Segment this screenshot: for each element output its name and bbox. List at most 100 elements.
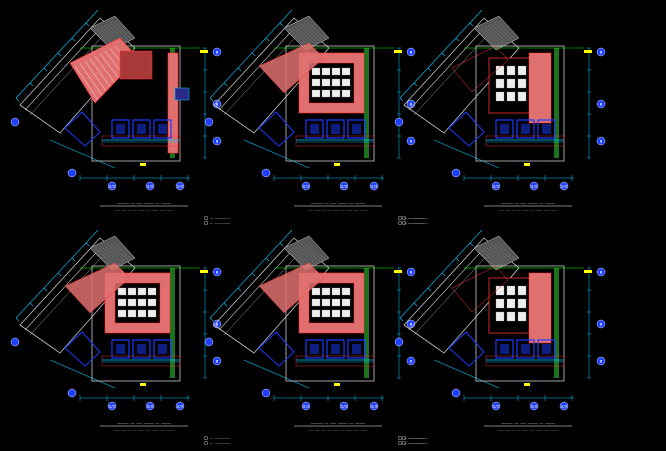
legend-symbol xyxy=(402,435,406,440)
axis-bubble xyxy=(10,117,20,127)
cubicle xyxy=(506,91,516,102)
diagonal-room xyxy=(258,42,325,94)
dimension-tick xyxy=(455,257,460,262)
axis-bubble-label: D xyxy=(600,139,602,143)
axis-bubble xyxy=(107,401,117,411)
axis-bubble xyxy=(559,181,569,191)
axis-bubble-label: 2/1 xyxy=(303,404,309,408)
diagonal-dimension-line xyxy=(399,9,483,99)
stair-tread xyxy=(99,53,119,78)
cubicle xyxy=(117,298,127,307)
axis-bubble-label: 2/1 xyxy=(493,404,499,408)
cubicle xyxy=(127,298,137,307)
dimension-tick xyxy=(279,22,284,27)
cubicle xyxy=(341,67,351,76)
hatch-line xyxy=(294,26,316,45)
lower-blue-room xyxy=(64,331,101,367)
right-green-wall xyxy=(554,48,559,158)
service-strip xyxy=(528,52,552,124)
hatch-line xyxy=(297,245,319,264)
lower-blue-room xyxy=(258,331,295,367)
axis-bubble-label: D xyxy=(410,139,412,143)
hatch-line xyxy=(490,23,511,43)
fixture-unit xyxy=(326,339,345,359)
axis-bubble xyxy=(204,117,214,127)
diagonal-wall-line xyxy=(29,27,111,116)
dimension-tick xyxy=(71,37,76,42)
axis-bubble xyxy=(175,181,185,191)
hatch-line xyxy=(484,26,506,45)
axis-bubble xyxy=(212,47,222,57)
axis-bubble-label: 2/3 xyxy=(561,184,567,188)
cubicle xyxy=(117,309,127,318)
marker xyxy=(524,383,530,386)
axis-bubble xyxy=(67,388,77,398)
dimension-tick xyxy=(237,287,242,292)
cubicle xyxy=(331,67,341,76)
cubicle xyxy=(127,309,137,318)
dimension-tick xyxy=(441,52,446,57)
diagonal-room xyxy=(451,265,509,313)
hatch-line xyxy=(300,243,321,263)
axis-bubble xyxy=(212,267,222,277)
fixture-core xyxy=(542,344,551,354)
door-element xyxy=(174,87,190,101)
axis-bubble xyxy=(107,181,117,191)
cubicle xyxy=(331,287,341,296)
building-outline xyxy=(91,265,181,382)
cubicle xyxy=(321,78,331,87)
axis-bubble-label: 2/3 xyxy=(177,184,183,188)
plan-subtitle: ——— ——— —— —— ———— —— ———— ——— ———— xyxy=(309,208,368,212)
cubicle xyxy=(517,311,527,322)
axis-bubble-label: B xyxy=(216,102,218,106)
axis-bubble xyxy=(491,181,501,191)
cubicle xyxy=(506,285,516,296)
axis-bubble xyxy=(406,136,416,146)
fixture-core xyxy=(310,344,319,354)
axis-bubble-label: 2/2 xyxy=(531,404,537,408)
plan-title: —————— —— ——— ————— —— ————— xyxy=(501,421,555,425)
axis-bubble-label: B xyxy=(600,270,602,274)
cubicle xyxy=(506,78,516,89)
cubicle xyxy=(321,89,331,98)
lower-blue-room xyxy=(448,111,485,147)
axis-bubble xyxy=(596,356,606,366)
marker xyxy=(584,50,592,53)
fixture-core xyxy=(137,344,146,354)
hatch-line xyxy=(493,242,514,261)
cubicle xyxy=(517,285,527,296)
hatch-line xyxy=(109,22,130,41)
fixture-unit xyxy=(305,339,324,359)
fixture-unit xyxy=(516,119,535,139)
axis-bubble-label: 2/2 xyxy=(147,404,153,408)
fixture-core xyxy=(158,344,167,354)
fixture-unit xyxy=(537,339,556,359)
axis-bubble xyxy=(596,47,606,57)
plan-title: —————— —— ——— ————— —— ————— xyxy=(117,201,171,205)
cubicle xyxy=(506,298,516,309)
dimension-tick xyxy=(265,37,270,42)
hatch-line xyxy=(297,25,319,44)
axis-bubble xyxy=(529,401,539,411)
legend-label: —— —————————— xyxy=(210,437,231,440)
corridor-strip xyxy=(167,52,179,154)
axis-bubble xyxy=(204,337,214,347)
fixture-unit xyxy=(495,119,514,139)
diagonal-wall-line xyxy=(408,22,490,111)
dimension-tick xyxy=(251,272,256,277)
axis-bubble xyxy=(369,181,379,191)
dimension-tick xyxy=(399,317,404,322)
axis-bubble-label: D xyxy=(410,359,412,363)
lower-blue-room xyxy=(448,331,485,367)
plan-subtitle: ——— ——— —— —— ———— —— ———— ——— ———— xyxy=(499,428,558,432)
bottom-room-edge xyxy=(101,355,181,367)
stair-tread xyxy=(94,55,115,83)
hatch-line xyxy=(306,21,326,40)
hatch-line xyxy=(484,246,506,265)
axis-bubble xyxy=(261,168,271,178)
dimension-tick xyxy=(223,302,228,307)
building-outline xyxy=(285,45,375,162)
axis-bubble-label: B xyxy=(216,322,218,326)
